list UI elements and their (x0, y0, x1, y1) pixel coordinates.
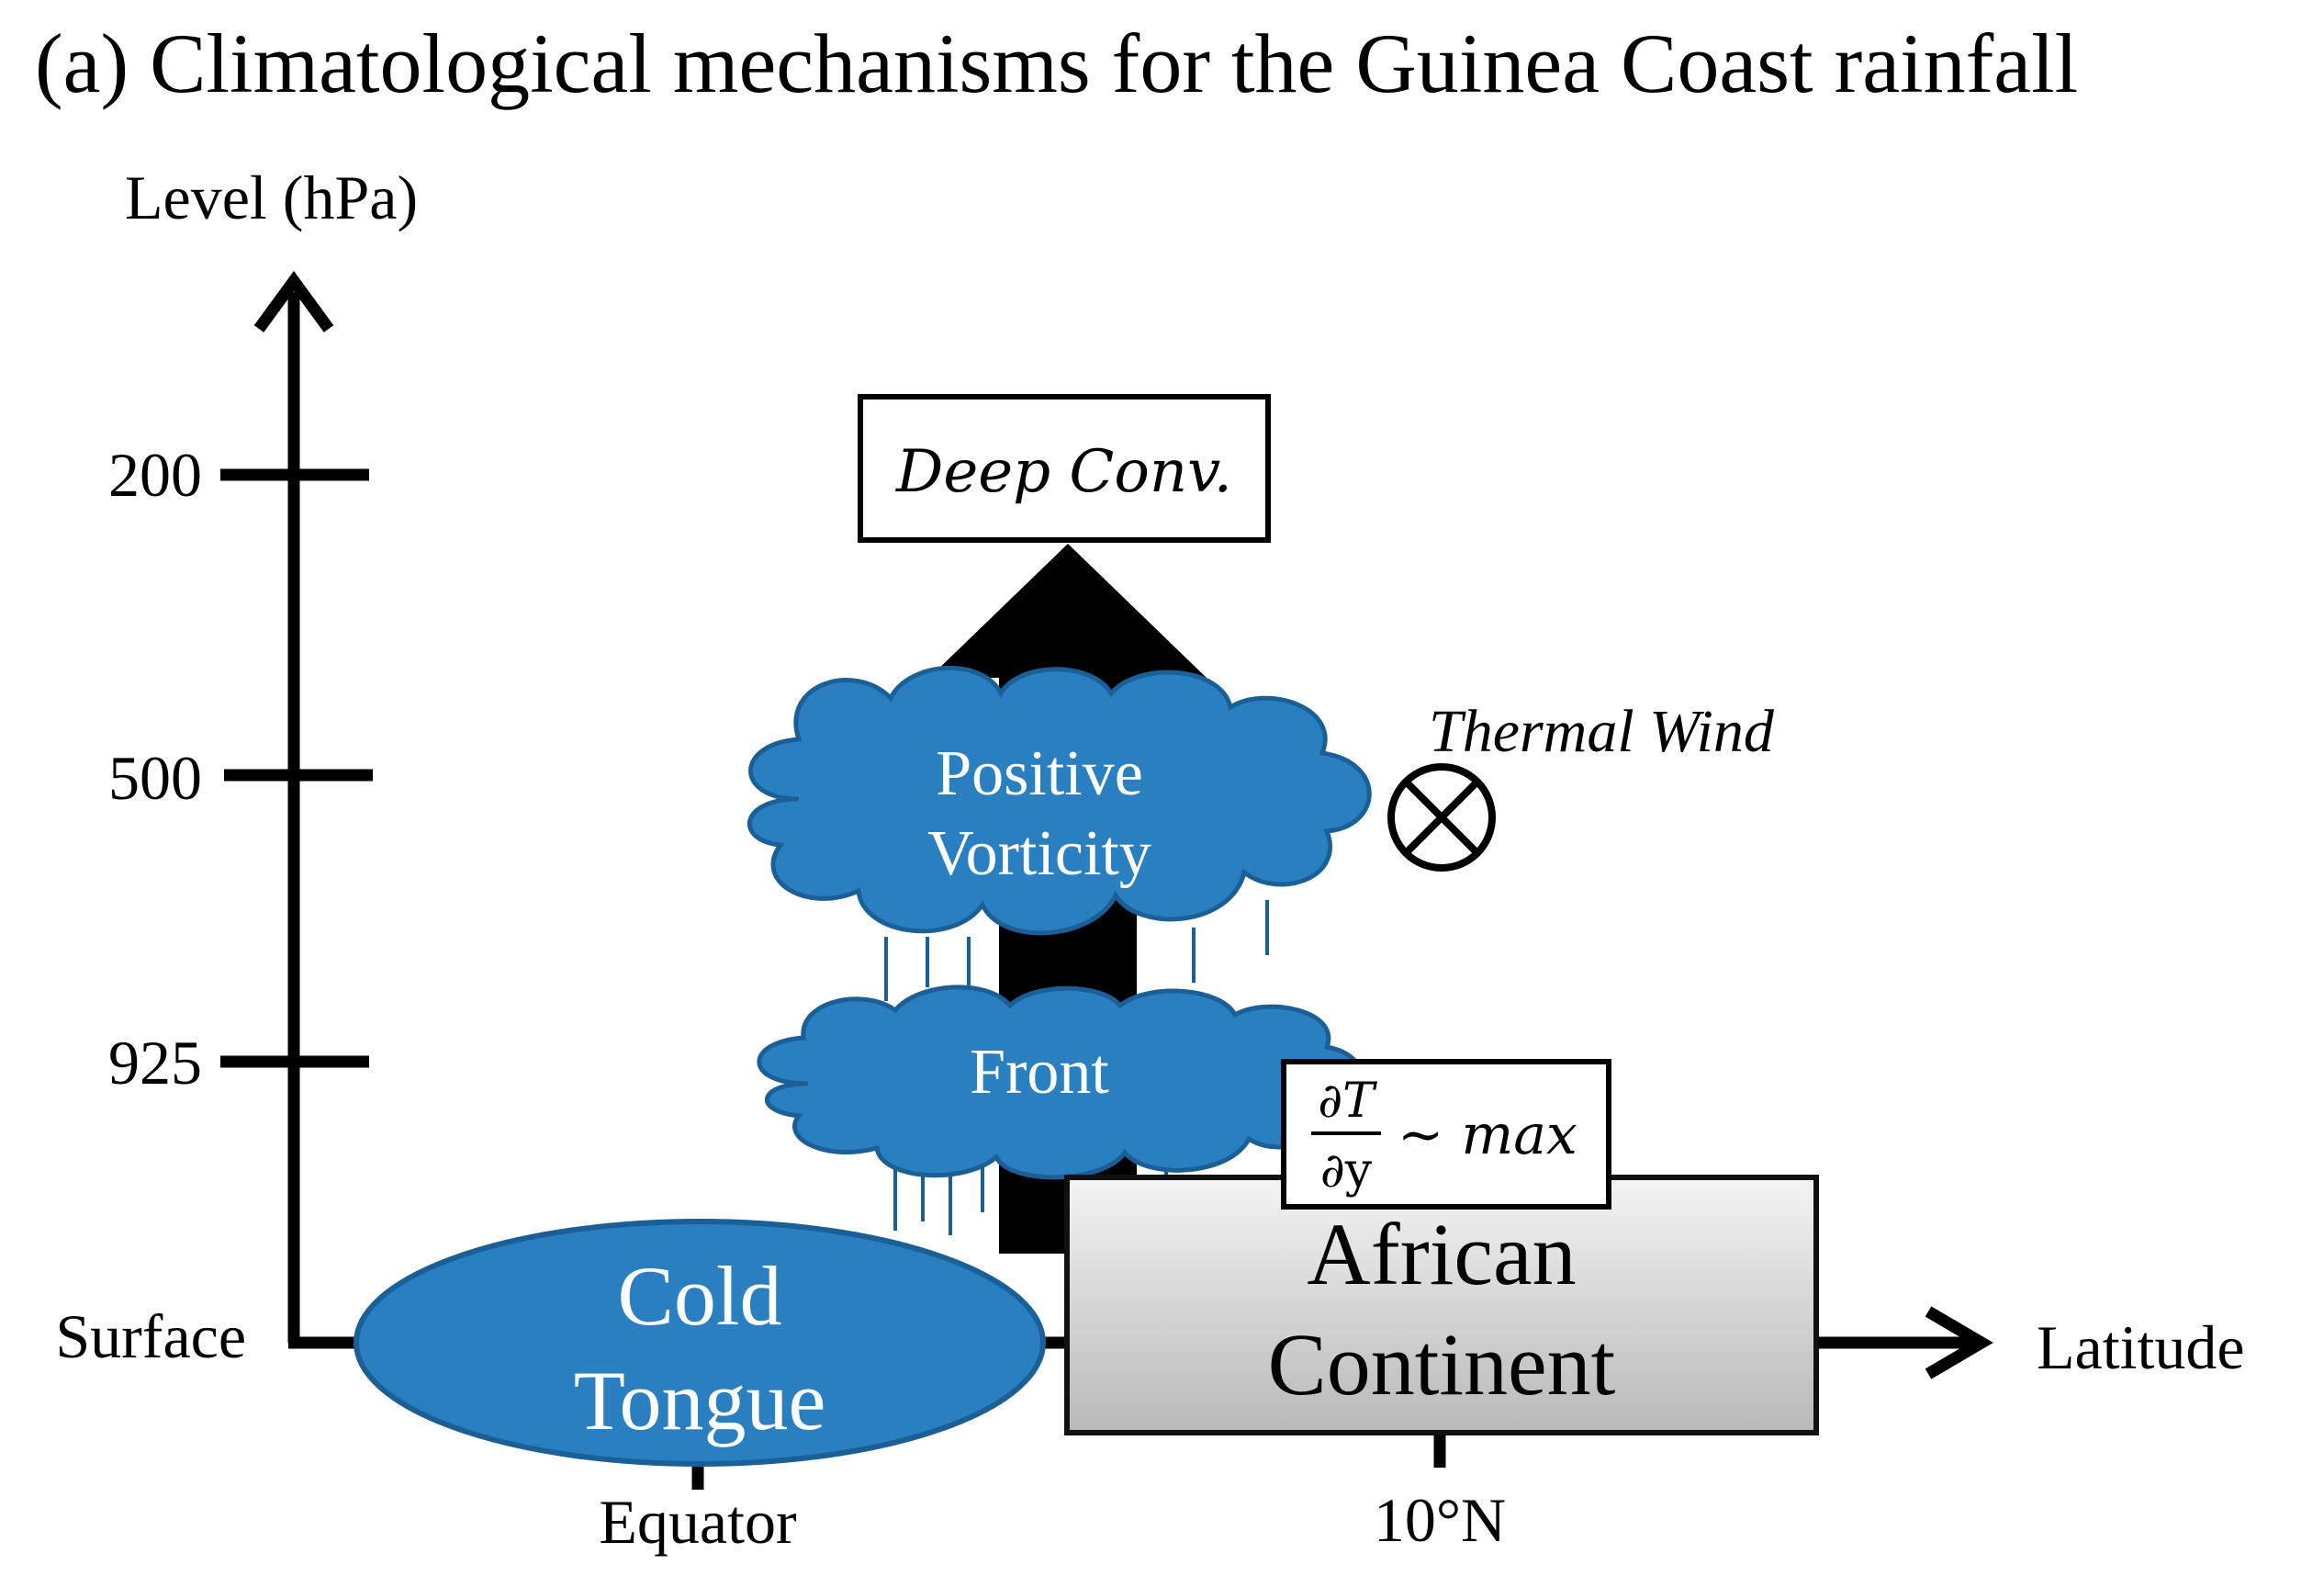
gradient-denominator: ∂y (1320, 1143, 1373, 1199)
african-continent-box: African Continent (1064, 1175, 1819, 1435)
y-tick-label-200: 200 (108, 440, 202, 510)
diagram-title: (a) Climatological mechanisms for the Gu… (35, 17, 2078, 110)
x-axis-label: Latitude (2037, 1312, 2245, 1382)
african-continent-line2: Continent (1268, 1315, 1616, 1413)
y-tick-label-500: 500 (108, 743, 202, 813)
y-axis (253, 270, 334, 1343)
rain-lines-upper (884, 900, 1269, 1006)
cold-tongue: Cold Tongue (354, 1219, 1046, 1467)
temperature-gradient-box: ∂T ∂y ~ max (1281, 1059, 1611, 1210)
positive-vorticity-line2: Vorticity (927, 818, 1151, 889)
cold-tongue-line2: Tongue (574, 1354, 826, 1447)
thermal-wind-label: Thermal Wind (1429, 698, 1775, 765)
cold-tongue-line1: Cold (618, 1249, 782, 1343)
african-continent-line1: African (1307, 1205, 1576, 1303)
x-tick-label-10n: 10°N (1374, 1485, 1506, 1555)
deep-convection-box: Deep Conv. (858, 394, 1271, 543)
positive-vorticity-cloud: Positive Vorticity (747, 666, 1372, 936)
surface-label: Surface (55, 1301, 246, 1371)
thermal-wind: Thermal Wind (1387, 698, 1775, 872)
positive-vorticity-line1: Positive (936, 738, 1143, 809)
front-cloud: Front (757, 985, 1365, 1180)
deep-convection-label: Deep Conv. (895, 438, 1232, 506)
gradient-max-label: ~ max (1398, 1103, 1577, 1167)
x-tick-label-equator: Equator (599, 1487, 797, 1557)
circled-x-icon (1387, 763, 1496, 872)
front-label: Front (970, 1037, 1109, 1108)
y-axis-label: Level (hPa) (125, 163, 418, 232)
y-tick-label-925: 925 (108, 1028, 202, 1097)
gradient-numerator: ∂T (1318, 1074, 1377, 1129)
y-axis-ticks (220, 468, 373, 1068)
